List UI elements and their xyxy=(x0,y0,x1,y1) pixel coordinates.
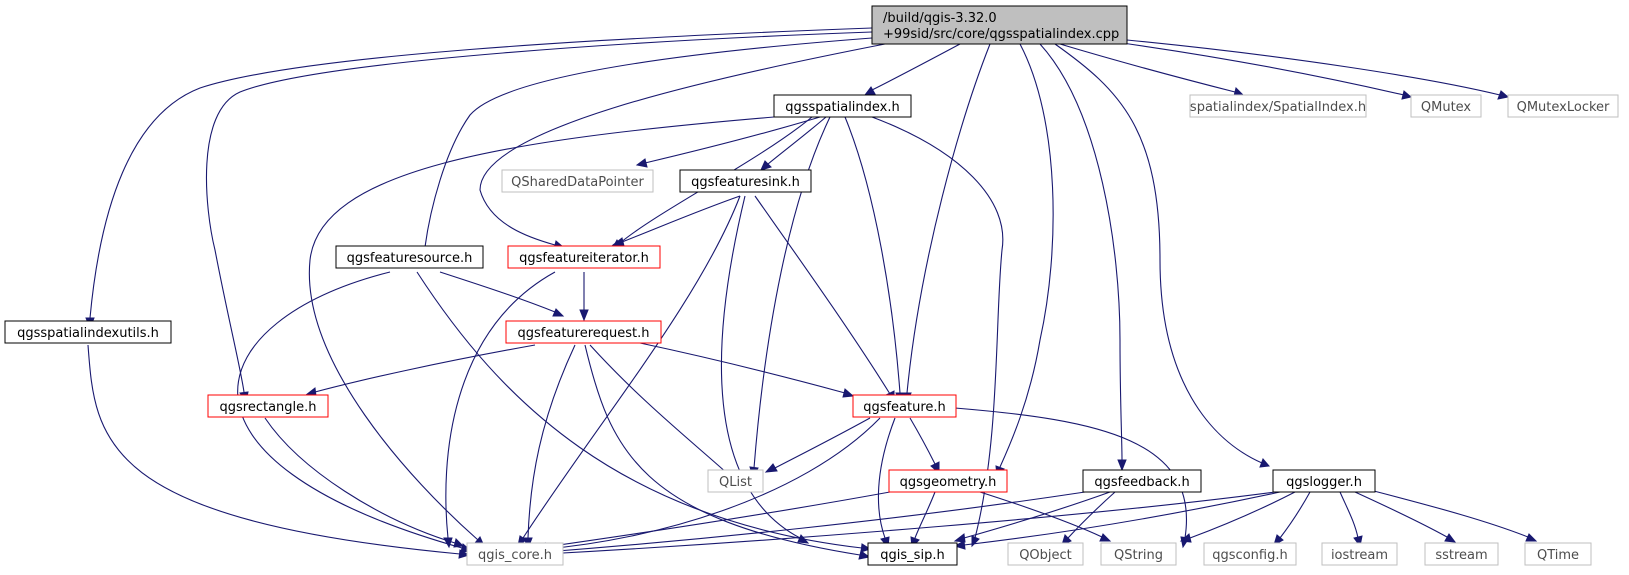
edge-qgsfeatureiterator-h-to-qgsfeaturerequest-h xyxy=(579,272,589,322)
edge-qgsfeatureiterator-h-to-qgis-core-h xyxy=(443,271,556,549)
node-qshareddatapointer[interactable]: QSharedDataPointer xyxy=(501,169,654,193)
node-qgsfeaturesource-h[interactable]: qgsfeaturesource.h xyxy=(335,245,484,269)
node-qlist[interactable]: QList xyxy=(707,469,764,493)
edge-qgsfeedback-h-to-qgis-core-h xyxy=(533,491,1086,557)
edge-qgsspatialindex-h-to-qgsfeature-h xyxy=(844,116,905,405)
edge-qgslogger-h-to-qgis-sip-h xyxy=(953,491,1281,550)
edge-root-to-qgsrectangle-h xyxy=(205,31,873,404)
edge-root-to-qgsgeometry-h xyxy=(995,43,1054,478)
node-qgsgeometry-h[interactable]: qgsgeometry.h xyxy=(888,469,1008,493)
node-label: qgsspatialindexutils.h xyxy=(17,326,159,341)
node-label: QMutex xyxy=(1421,100,1472,115)
graph-nodes: /build/qgis-3.32.0 +99sid/src/core/qgssp… xyxy=(4,5,1619,566)
edge-root-to-qgsspatialindex-h xyxy=(863,43,961,96)
node-qmutex[interactable]: QMutex xyxy=(1410,94,1482,118)
node-label: spatialindex/SpatialIndex.h xyxy=(1190,100,1366,115)
node-label: qgsfeedback.h xyxy=(1094,475,1189,490)
edge-qgslogger-h-to-qtime xyxy=(1369,489,1538,542)
edge-qgsspatialindex-h-to-qshareddatapointer xyxy=(635,116,821,168)
node-qgsfeedback-h[interactable]: qgsfeedback.h xyxy=(1082,469,1202,493)
edge-qgsfeaturerequest-h-to-qgis-core-h xyxy=(523,344,576,550)
edge-qgsfeaturerequest-h-to-qgsfeature-h xyxy=(639,342,855,398)
edge-qgslogger-h-to-iostream xyxy=(1339,491,1363,548)
edge-qgsfeedback-h-to-qgis-sip-h xyxy=(953,491,1111,543)
node-label: qgsfeature.h xyxy=(863,400,946,415)
edge-qgsfeaturerequest-h-to-qlist xyxy=(589,344,736,481)
edge-qgsfeature-h-to-qgsgeometry-h xyxy=(909,417,940,475)
node-label: qgslogger.h xyxy=(1286,475,1362,490)
node-label: qgsgeometry.h xyxy=(900,475,997,490)
edge-root-to-qmutexlocker xyxy=(1126,39,1510,100)
edge-qgsgeometry-h-to-qgis-sip-h xyxy=(910,491,936,549)
node-label: qgsfeatureiterator.h xyxy=(519,251,649,266)
edge-qgsspatialindex-h-to-qgsfeaturesink-h xyxy=(760,116,827,171)
node-label: qgsspatialindex.h xyxy=(785,100,900,115)
node-qgslogger-h[interactable]: qgslogger.h xyxy=(1272,469,1376,493)
node-qstring[interactable]: QString xyxy=(1100,542,1177,566)
node-sstream[interactable]: sstream xyxy=(1424,542,1499,566)
edge-qgslogger-h-to-sstream xyxy=(1354,491,1457,543)
edge-root-to-qgsfeature-h xyxy=(902,43,991,405)
edge-root-to-qgslogger-h xyxy=(1054,43,1270,468)
root-label-line2: +99sid/src/core/qgsspatialindex.cpp xyxy=(883,27,1119,42)
node-qgsfeature-h[interactable]: qgsfeature.h xyxy=(852,394,957,418)
node-qgsspatialindex-h[interactable]: qgsspatialindex.h xyxy=(773,94,912,118)
edge-qgsrectangle-h-to-qgis-core-h xyxy=(264,417,465,548)
edge-qgsspatialindexutils-h-to-qgis-core-h xyxy=(87,344,471,559)
node-label: QMutexLocker xyxy=(1517,100,1610,115)
edge-qgsfeaturesource-h-to-qgsfeaturerequest-h xyxy=(439,271,565,317)
node-label: qgis_core.h xyxy=(478,548,552,563)
node-qobject[interactable]: QObject xyxy=(1007,542,1084,566)
root-label-line1: /build/qgis-3.32.0 xyxy=(883,11,997,26)
node-qgsconfig-h[interactable]: qgsconfig.h xyxy=(1203,542,1297,566)
node-spatialindex-h[interactable]: spatialindex/SpatialIndex.h xyxy=(1189,94,1367,118)
edge-qgsgeometry-h-to-qgis-core-h xyxy=(534,491,891,552)
edge-qgsfeaturesource-h-to-qgis-sip-h xyxy=(416,271,872,553)
edge-root-to-qgsfeaturesource-h xyxy=(420,37,873,258)
node-label: qgsconfig.h xyxy=(1212,548,1287,563)
node-label: QSharedDataPointer xyxy=(511,175,644,190)
node-label: qgis_sip.h xyxy=(880,548,944,563)
node-label: QObject xyxy=(1019,548,1072,563)
node-qgis-core-h[interactable]: qgis_core.h xyxy=(466,542,564,566)
node-qtime[interactable]: QTime xyxy=(1524,542,1592,566)
node-qgsfeaturesink-h[interactable]: qgsfeaturesink.h xyxy=(679,169,812,193)
edge-root-to-qmutex xyxy=(1114,41,1413,100)
node-label: iostream xyxy=(1331,548,1388,563)
edge-qgsfeaturerequest-h-to-qgis-sip-h xyxy=(584,344,871,560)
edge-root-to-qgsfeedback-h xyxy=(1039,43,1127,472)
edge-qgsfeaturerequest-h-to-qgsrectangle-h xyxy=(304,344,536,397)
node-root-file[interactable]: /build/qgis-3.32.0 +99sid/src/core/qgssp… xyxy=(871,5,1128,45)
node-iostream[interactable]: iostream xyxy=(1321,542,1398,566)
node-label: qgsfeaturesink.h xyxy=(691,175,800,190)
node-label: QList xyxy=(719,475,752,490)
node-qgis-sip-h[interactable]: qgis_sip.h xyxy=(867,542,958,566)
node-qgsrectangle-h[interactable]: qgsrectangle.h xyxy=(207,394,329,418)
edge-qgslogger-h-to-qstring xyxy=(1179,491,1296,543)
node-label: qgsfeaturesource.h xyxy=(347,251,473,266)
edge-qgsfeature-h-to-qlist xyxy=(764,417,871,473)
edge-qgsgeometry-h-to-qstring xyxy=(979,491,1112,542)
node-label: qgsfeaturerequest.h xyxy=(518,326,650,341)
edge-root-to-spatialindex-h xyxy=(1059,43,1245,97)
node-label: QTime xyxy=(1537,548,1579,563)
node-qmutexlocker[interactable]: QMutexLocker xyxy=(1507,94,1619,118)
node-label: sstream xyxy=(1435,548,1487,563)
node-label: QString xyxy=(1114,548,1163,563)
node-qgsfeaturerequest-h[interactable]: qgsfeaturerequest.h xyxy=(505,320,662,344)
node-qgsfeatureiterator-h[interactable]: qgsfeatureiterator.h xyxy=(507,245,661,269)
node-qgsspatialindexutils-h[interactable]: qgsspatialindexutils.h xyxy=(4,320,172,344)
node-label: qgsrectangle.h xyxy=(219,400,316,415)
